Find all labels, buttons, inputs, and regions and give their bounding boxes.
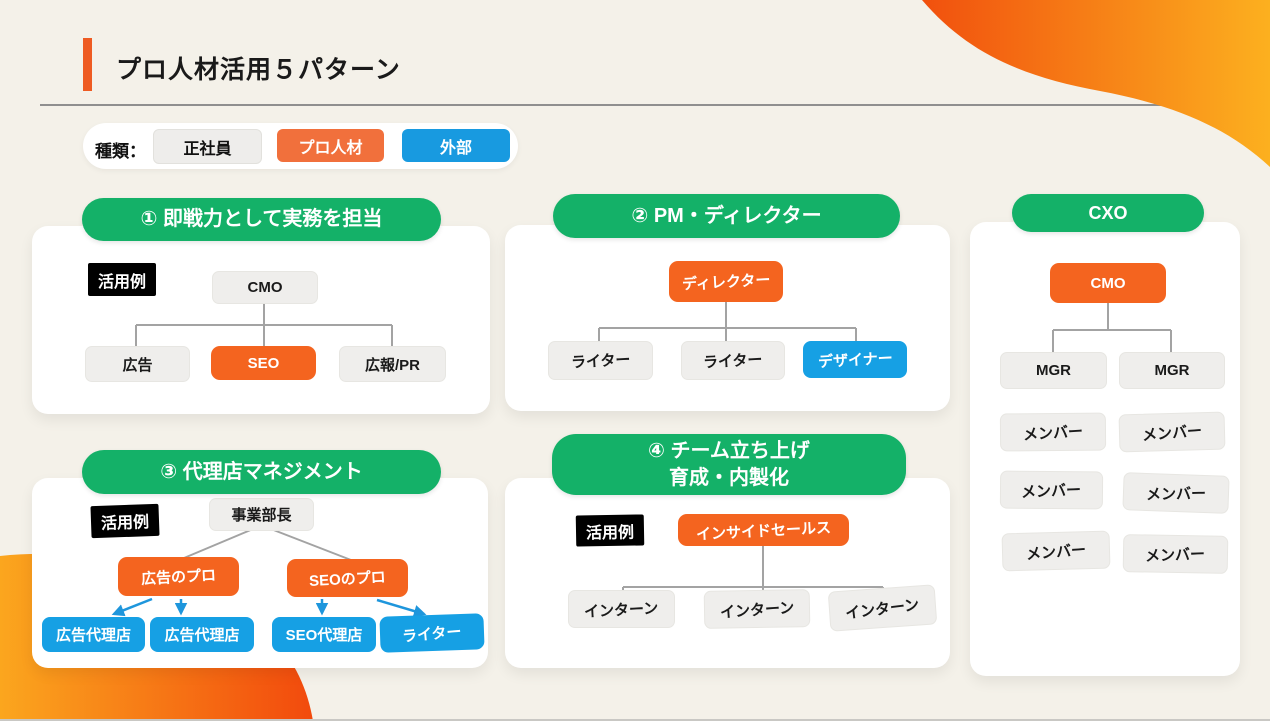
panel-card-1 — [32, 226, 490, 414]
example-label-3: 活用例 — [90, 503, 160, 539]
blob-top-right — [922, 0, 1270, 167]
example-label-3-text: 活用例 — [100, 514, 150, 533]
legend-chip-pro-label: プロ人材 — [298, 139, 363, 157]
node-pr-label: 広報/PR — [364, 356, 420, 374]
panel-4-title: ④ チーム立ち上げ 育成・内製化 — [648, 438, 810, 492]
node-member-5-label: メンバー — [1025, 541, 1087, 563]
node-seo-pro-label: SEOのプロ — [308, 568, 387, 590]
legend-chip-employee: 正社員 — [153, 129, 262, 164]
node-intern-1-label: インターン — [584, 599, 660, 621]
panel-1-title: ① 即戦力として実務を担当 — [140, 208, 383, 230]
panel-2-title: ② PM・ディレクター — [631, 204, 822, 227]
panel-pill-cxo: CXO — [1012, 194, 1204, 232]
panel-card-4 — [505, 478, 950, 668]
panel-pill-4: ④ チーム立ち上げ 育成・内製化 — [552, 434, 906, 495]
node-member-3-label: メンバー — [1021, 481, 1082, 501]
panel-4-title-line2: 育成・内製化 — [668, 466, 789, 489]
node-cmo-cxo-label: CMO — [1090, 274, 1126, 292]
node-writer-1-label: ライター — [570, 351, 631, 372]
node-member-1-label: メンバー — [1022, 422, 1084, 444]
example-label-1: 活用例 — [88, 263, 156, 296]
node-ad-agency-2: 広告代理店 — [150, 617, 254, 652]
legend-chip-pro: プロ人材 — [277, 129, 384, 162]
node-division-head-label: 事業部長 — [231, 507, 292, 524]
node-writer-blue-label: ライター — [401, 622, 463, 646]
node-division-head: 事業部長 — [209, 498, 314, 531]
node-seo-agency-label: SEO代理店 — [285, 627, 363, 644]
example-label-4: 活用例 — [575, 514, 645, 547]
node-member-1: メンバー — [999, 412, 1107, 452]
node-inside-sales: インサイドセールス — [678, 514, 849, 546]
node-ad-agency-1-label: 広告代理店 — [55, 627, 131, 644]
node-seo-pro: SEOのプロ — [287, 559, 408, 597]
node-intern-3-label: インターン — [844, 596, 921, 622]
node-director-label: ディレクター — [681, 271, 771, 294]
node-ad-agency-2-label: 広告代理店 — [164, 627, 240, 644]
legend-label: 種類： — [95, 142, 146, 161]
node-ads-pro-label: 広告のプロ — [140, 567, 217, 588]
node-director: ディレクター — [669, 261, 783, 302]
node-mgr-1-label: MGR — [1036, 362, 1071, 379]
node-seo: SEO — [211, 346, 316, 380]
node-member-4: メンバー — [1122, 472, 1230, 514]
node-writer-1: ライター — [548, 341, 653, 380]
legend-chip-external: 外部 — [402, 129, 510, 162]
node-member-4-label: メンバー — [1145, 484, 1207, 504]
node-writer-blue: ライター — [379, 613, 485, 653]
panel-3-title: ③ 代理店マネジメント — [160, 460, 363, 483]
node-member-2-label: メンバー — [1141, 422, 1203, 444]
node-ads: 広告 — [85, 346, 190, 382]
panel-pill-3: ③ 代理店マネジメント — [82, 450, 441, 494]
node-intern-2-label: インターン — [719, 598, 795, 622]
node-intern-1: インターン — [568, 590, 675, 628]
node-seo-agency: SEO代理店 — [272, 617, 376, 652]
node-writer-2-label: ライター — [702, 351, 764, 372]
node-member-3: メンバー — [999, 470, 1104, 510]
node-cmo-1: CMO — [212, 271, 318, 304]
node-member-5: メンバー — [1001, 530, 1111, 572]
example-label-4-text: 活用例 — [585, 524, 635, 542]
legend-chip-external-label: 外部 — [439, 139, 472, 157]
node-intern-3: インターン — [827, 584, 938, 632]
title-divider — [40, 104, 1236, 106]
panel-cxo-title: CXO — [1088, 202, 1128, 223]
node-cmo-cxo: CMO — [1050, 263, 1166, 303]
node-designer: デザイナー — [803, 341, 907, 378]
node-cmo-1-label: CMO — [247, 279, 283, 296]
bottom-edge-line — [0, 719, 1270, 721]
node-mgr-2-label: MGR — [1154, 362, 1190, 379]
example-label-1-text: 活用例 — [97, 273, 146, 291]
node-member-2: メンバー — [1118, 411, 1226, 453]
panel-card-2 — [505, 225, 950, 411]
node-mgr-1: MGR — [1000, 352, 1107, 389]
legend-chip-employee-label: 正社員 — [183, 140, 232, 158]
page-title: プロ人材活用５パターン — [116, 56, 401, 84]
node-pr: 広報/PR — [339, 346, 446, 382]
panel-4-title-line1: ④ チーム立ち上げ — [648, 439, 810, 462]
node-intern-2: インターン — [703, 589, 811, 629]
panel-pill-1: ① 即戦力として実務を担当 — [82, 198, 441, 241]
node-seo-label: SEO — [247, 354, 280, 372]
node-ad-agency-1: 広告代理店 — [42, 617, 145, 652]
node-inside-sales-label: インサイドセールス — [695, 518, 832, 544]
node-writer-2: ライター — [681, 341, 785, 380]
node-member-6: メンバー — [1122, 534, 1229, 574]
panel-pill-2: ② PM・ディレクター — [553, 194, 900, 238]
title-accent-bar — [83, 38, 92, 91]
node-ads-label: 広告 — [122, 356, 153, 374]
node-ads-pro: 広告のプロ — [118, 557, 239, 596]
node-designer-label: デザイナー — [817, 350, 893, 371]
node-member-6-label: メンバー — [1145, 545, 1206, 565]
node-mgr-2: MGR — [1119, 352, 1225, 389]
